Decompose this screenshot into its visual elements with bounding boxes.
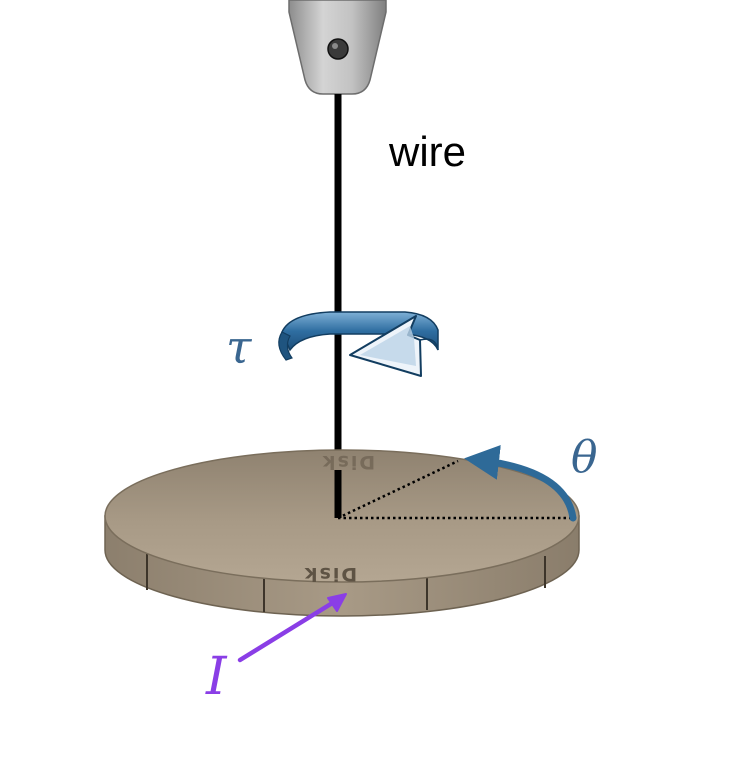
curved-torque-arrow-icon (278, 311, 439, 377)
wire-label: wire (388, 128, 466, 175)
inertia-pointer-arrow-icon (237, 593, 347, 663)
disk-side-label: Disk (303, 563, 357, 585)
disk: Disk Disk (104, 449, 580, 617)
torque-label: τ (226, 320, 253, 374)
rotated-radius-line (337, 459, 459, 520)
clamp-screw (327, 38, 349, 60)
disk-top (104, 449, 580, 583)
angle-label: θ (571, 432, 598, 483)
clamp-icon (288, 0, 387, 95)
inertia-label: I (205, 647, 228, 707)
angle-arrow-icon (464, 444, 577, 522)
disk-top-label: Disk (321, 451, 375, 473)
